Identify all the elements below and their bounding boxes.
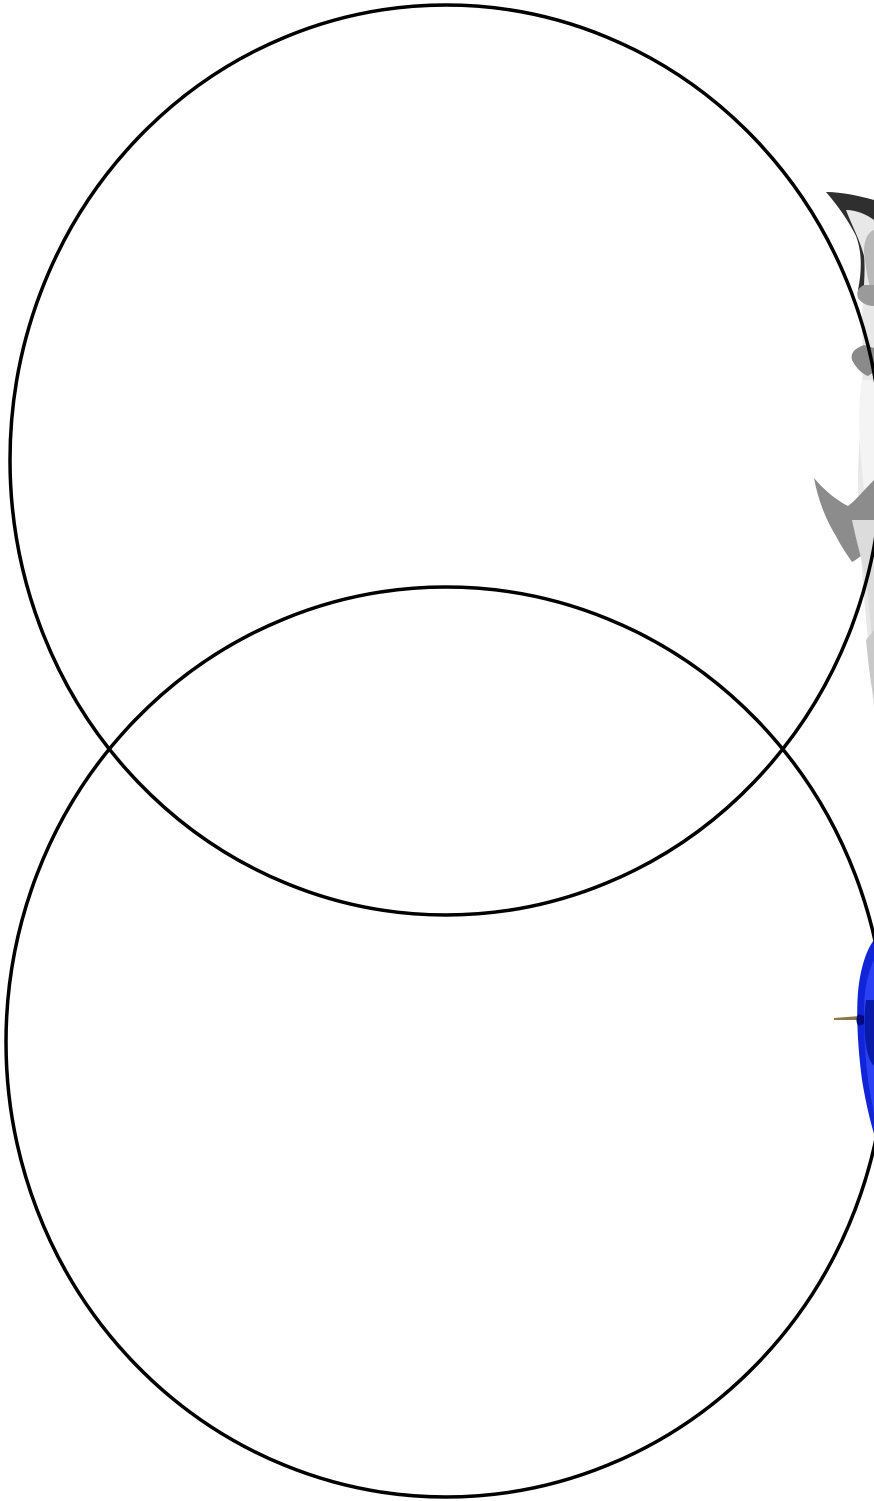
background — [0, 0, 874, 1501]
venn-diagram — [0, 0, 874, 1501]
